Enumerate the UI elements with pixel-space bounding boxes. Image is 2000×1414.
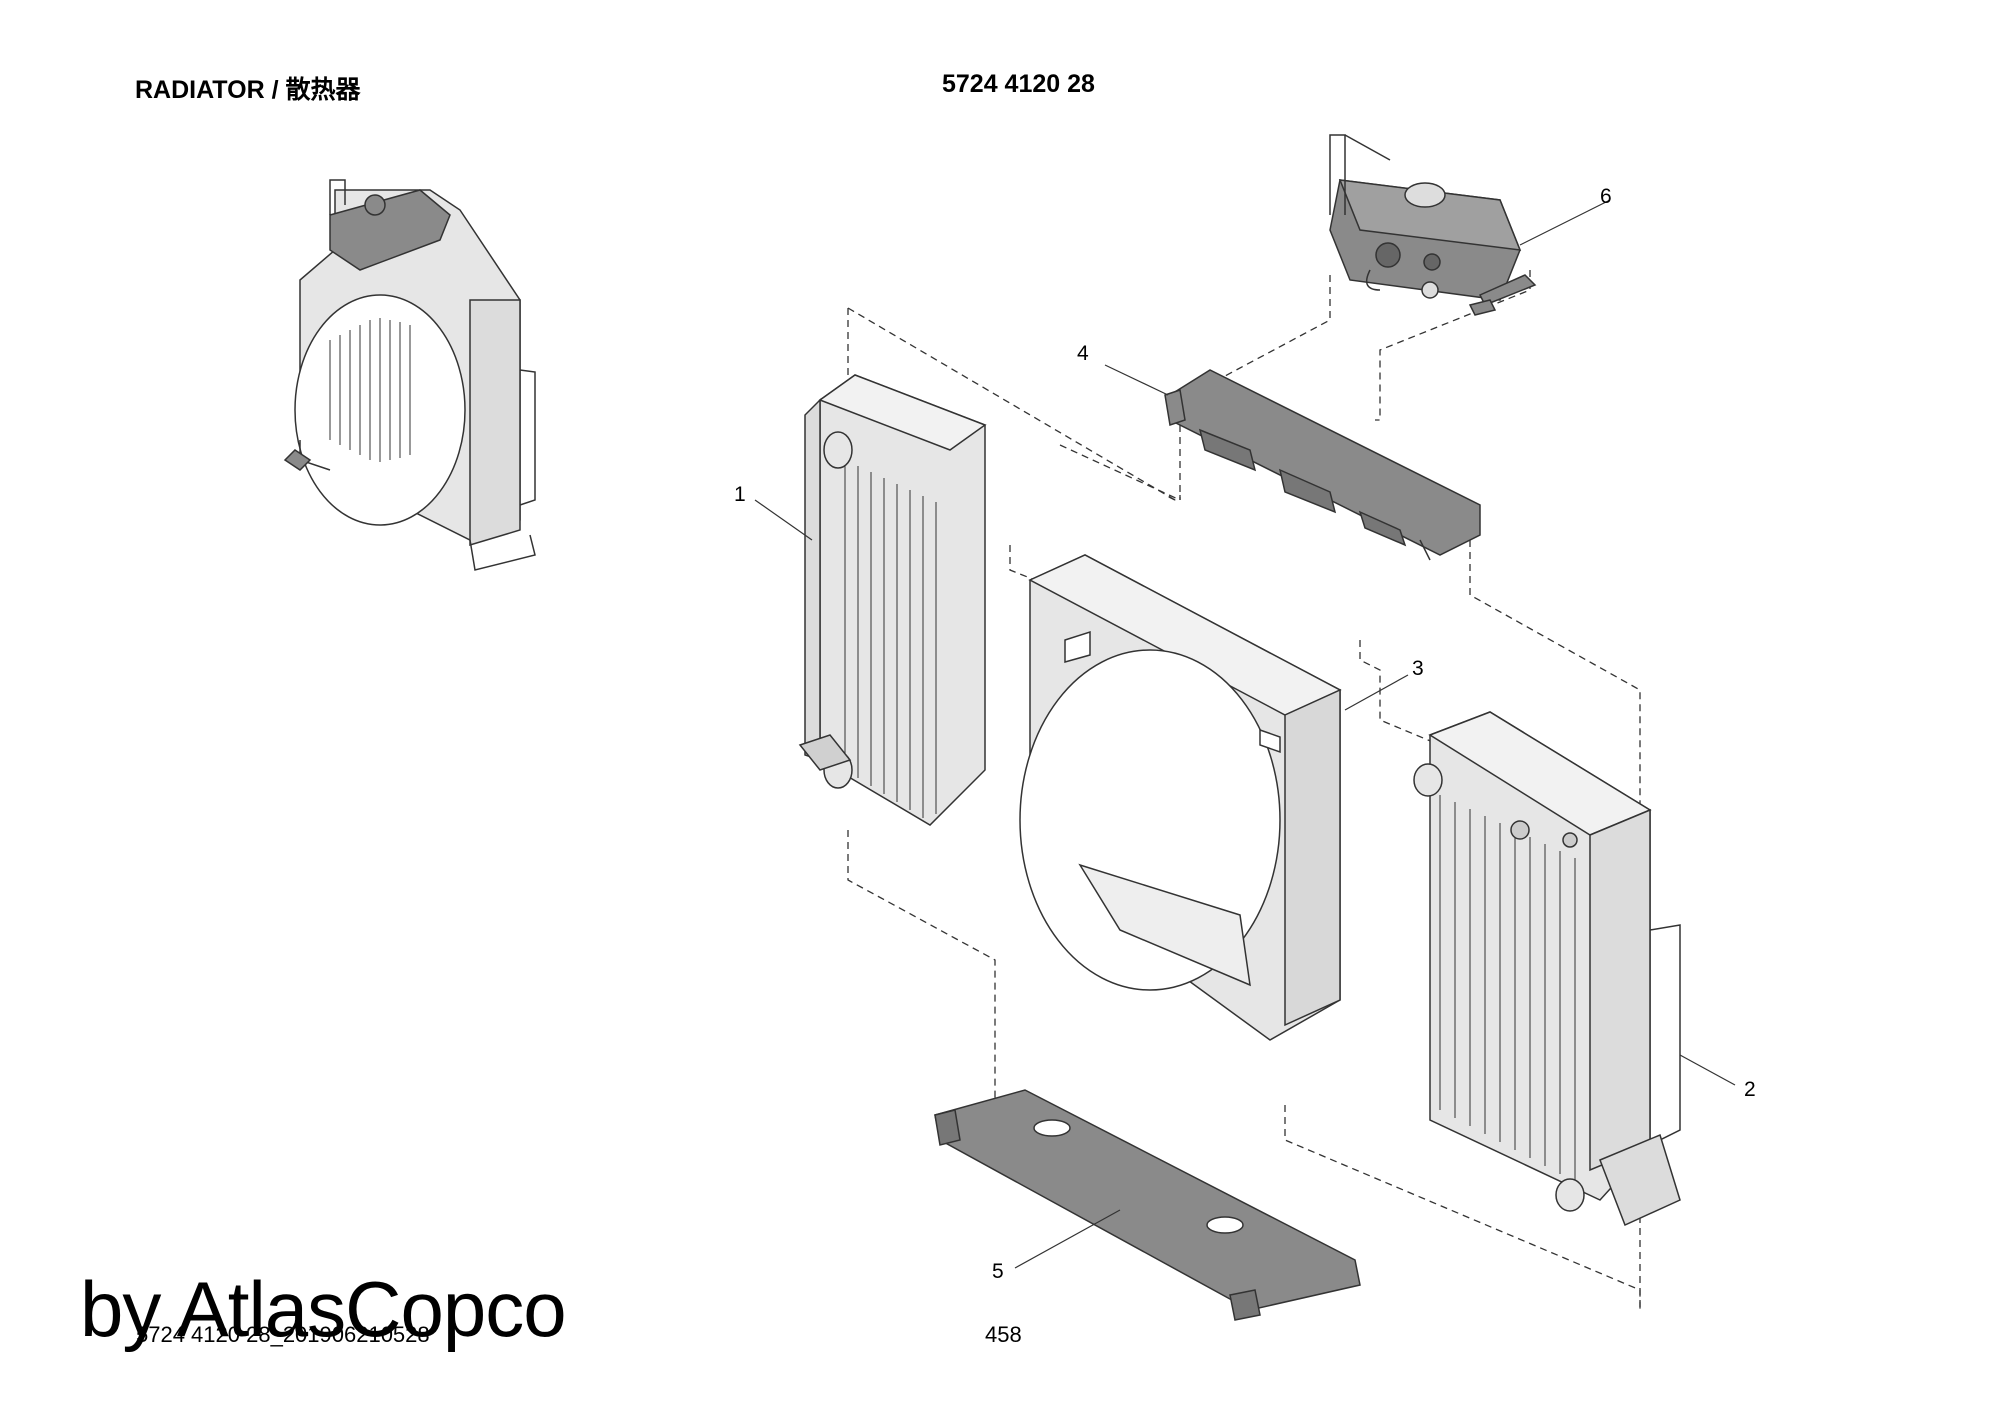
- callout-3: 3: [1412, 657, 1424, 680]
- assembly-guide-lines: [847, 270, 1641, 1310]
- callout-4: 4: [1077, 342, 1089, 365]
- part-2-right-radiator: [1413, 711, 1681, 1227]
- part-1-left-cooler: [798, 374, 987, 826]
- part-3-fan-shroud: [1019, 554, 1342, 1041]
- drawing-code: 5724 4120 28_201906210528: [136, 1322, 430, 1347]
- watermark: by AtlasCopco: [80, 1265, 567, 1353]
- callout-2: 2: [1744, 1078, 1756, 1101]
- assembly-thumbnail: [283, 179, 536, 571]
- page-title: RADIATOR / 散热器: [135, 76, 361, 104]
- part-4-upper-bracket: [1164, 369, 1481, 561]
- part-5-lower-bracket: [934, 1089, 1361, 1321]
- page-number: 458: [985, 1322, 1022, 1347]
- part-number: 5724 4120 28: [942, 70, 1095, 98]
- callout-5: 5: [992, 1260, 1004, 1283]
- callout-6: 6: [1600, 185, 1612, 208]
- part-6-expansion-tank: [1329, 134, 1537, 316]
- leader-lines: [754, 199, 1736, 1269]
- callout-1: 1: [734, 483, 746, 506]
